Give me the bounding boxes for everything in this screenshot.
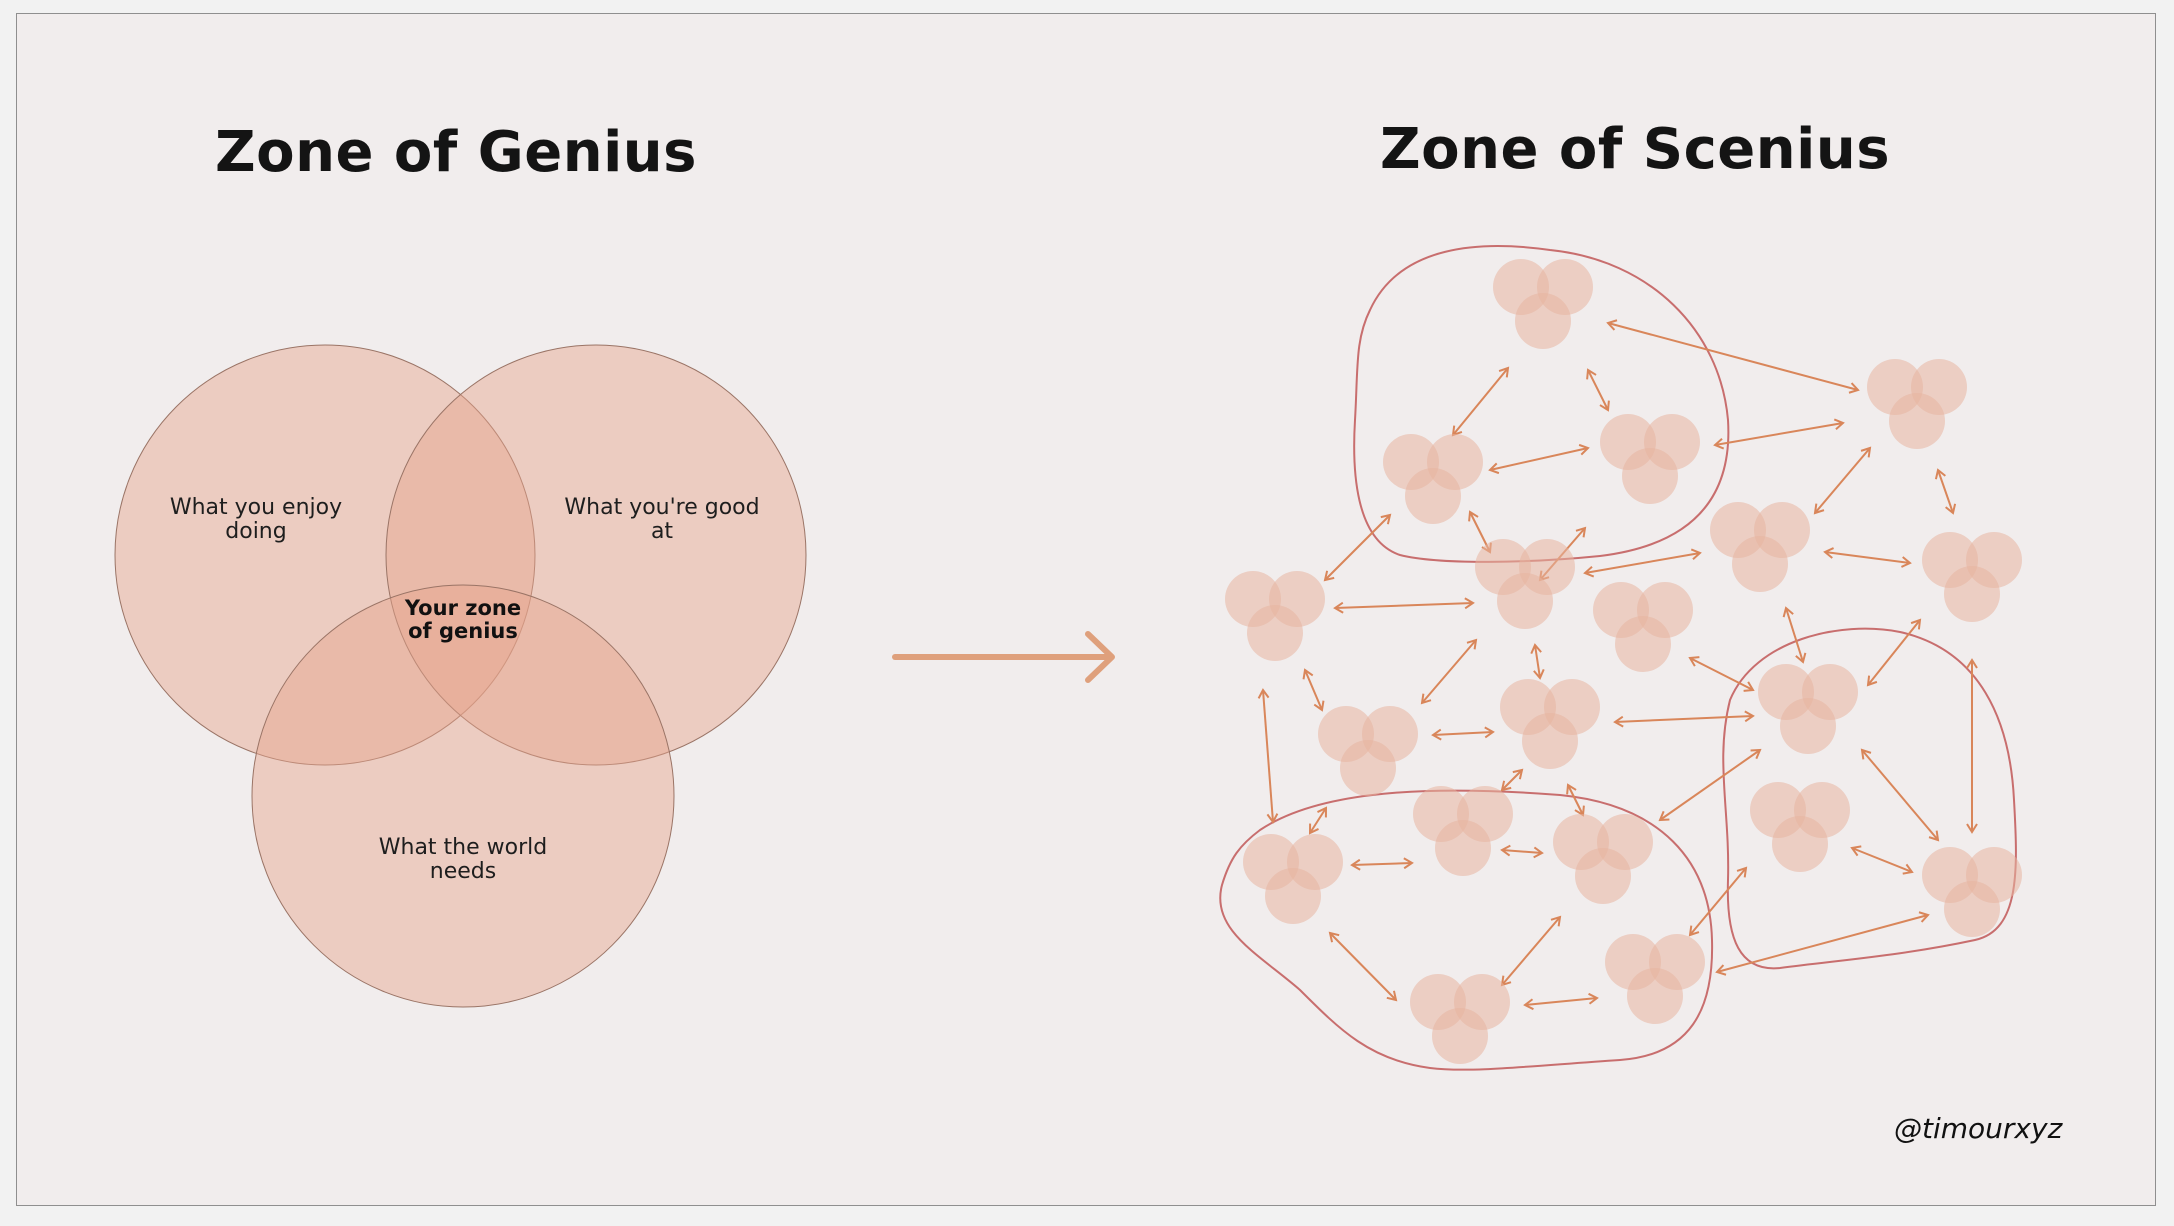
scenius-node-circle (1497, 573, 1553, 629)
scenius-node (1410, 974, 1510, 1064)
scenius-node (1750, 782, 1850, 872)
scenius-node-circle (1889, 393, 1945, 449)
venn-circle-world (251, 584, 675, 1008)
scenius-node (1383, 434, 1483, 524)
scenius-node-circle (1522, 713, 1578, 769)
scenius-node (1493, 259, 1593, 349)
scenius-node (1225, 571, 1325, 661)
scenius-node-circle (1732, 536, 1788, 592)
cluster-outline-top (1353, 245, 1730, 563)
scenius-node (1922, 847, 2022, 937)
scenius-node-circle (1265, 868, 1321, 924)
scenius-node (1553, 814, 1653, 904)
scenius-node (1605, 934, 1705, 1024)
scenius-node (1500, 679, 1600, 769)
scenius-node-circle (1515, 293, 1571, 349)
scenius-node-circle (1432, 1008, 1488, 1064)
scenius-node-circle (1575, 848, 1631, 904)
scenius-node (1243, 834, 1343, 924)
label-enjoy: What you enjoy doing (169, 495, 343, 544)
scenius-node-circle (1944, 566, 2000, 622)
scenius-node-circle (1435, 820, 1491, 876)
scenius-node (1318, 706, 1418, 796)
scenius-node-circle (1780, 698, 1836, 754)
scenius-node (1593, 582, 1693, 672)
scenius-node (1922, 532, 2022, 622)
venn-circle-good (385, 344, 807, 766)
label-world-needs: What the world needs (378, 835, 548, 884)
transition-arrow (892, 631, 1115, 683)
venn-circle-enjoy (114, 344, 536, 766)
scenius-node-circle (1944, 881, 2000, 937)
scenius-node (1867, 359, 1967, 449)
scenius-node (1475, 539, 1575, 629)
scenius-node-circle (1247, 605, 1303, 661)
scenius-node-circle (1340, 740, 1396, 796)
scenius-arrows (1257, 319, 1978, 1011)
cluster-outline-bottom-left (1219, 789, 1714, 1071)
scenius-node (1413, 786, 1513, 876)
venn-diagram (114, 344, 807, 1008)
zone-of-genius-title: Zone of Genius (215, 120, 697, 185)
scenius-node-circle (1772, 816, 1828, 872)
scenius-node-circle (1405, 468, 1461, 524)
scenius-node-circle (1615, 616, 1671, 672)
scenius-node-circle (1627, 968, 1683, 1024)
scenius-node (1600, 414, 1700, 504)
label-zone-of-genius: Your zone of genius (404, 596, 522, 643)
scenius-nodes (1225, 259, 2022, 1064)
author-handle: @timourxyz (1894, 1112, 2063, 1145)
scenius-node-circle (1622, 448, 1678, 504)
scenius-node (1710, 502, 1810, 592)
zone-of-scenius-title: Zone of Scenius (1380, 117, 1891, 182)
scenius-node (1758, 664, 1858, 754)
label-good-at: What you're good at (564, 495, 760, 544)
